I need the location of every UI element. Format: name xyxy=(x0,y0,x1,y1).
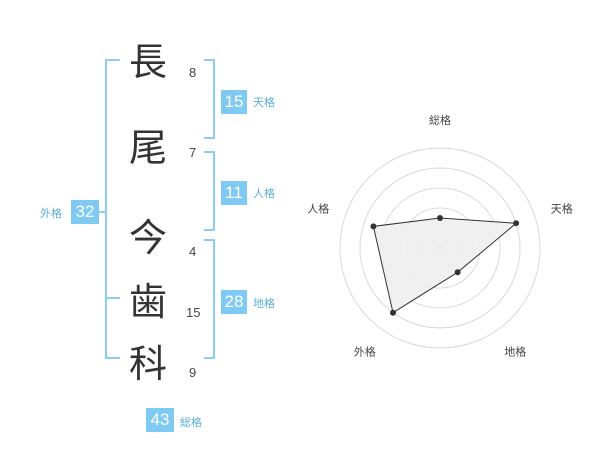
radar-series-area xyxy=(372,217,518,314)
gaikaku-label: 外格 xyxy=(40,207,62,220)
name-char-3: 今 xyxy=(128,216,167,260)
radar-axis-label-4: 人格 xyxy=(307,201,329,215)
stroke-count-3: 4 xyxy=(189,244,197,259)
name-char-2: 尾 xyxy=(128,126,167,170)
radar-axis-label-3: 外格 xyxy=(354,345,376,359)
radar-grid-ring-4 xyxy=(359,167,521,329)
soukaku-label: 総格 xyxy=(180,416,202,429)
soukaku-badge: 43 xyxy=(146,408,174,432)
name-char-5: 科 xyxy=(128,342,167,386)
gaikaku-bracket xyxy=(105,59,120,359)
tenkaku-bracket xyxy=(204,59,215,139)
stroke-count-1: 8 xyxy=(189,65,197,80)
name-char-4: 歯 xyxy=(128,280,167,324)
radar-point-2 xyxy=(454,269,461,276)
radar-point-4 xyxy=(370,223,377,230)
gaikaku-badge: 32 xyxy=(71,200,99,224)
jinkaku-label: 人格 xyxy=(253,187,275,200)
tenkaku-badge: 15 xyxy=(221,90,247,114)
radar-axis-label-0: 総格 xyxy=(429,113,451,127)
stroke-count-2: 7 xyxy=(189,145,197,160)
radar-grid-ring-5 xyxy=(339,147,541,349)
radar-point-0 xyxy=(437,215,443,221)
stroke-count-5: 9 xyxy=(189,365,197,380)
radar-point-3 xyxy=(389,309,396,316)
radar-axis-label-1: 天格 xyxy=(551,201,573,215)
stroke-count-4: 15 xyxy=(186,305,201,320)
jinkaku-bracket xyxy=(204,151,215,231)
chikaku-bracket xyxy=(204,239,215,359)
radar-axis-label-2: 地格 xyxy=(504,345,526,359)
radar-point-1 xyxy=(513,220,520,227)
chikaku-badge: 28 xyxy=(221,290,247,314)
jinkaku-badge: 11 xyxy=(221,181,247,205)
name-char-1: 長 xyxy=(128,40,167,84)
tenkaku-label: 天格 xyxy=(253,96,275,109)
radar-points xyxy=(370,215,520,316)
chikaku-label: 地格 xyxy=(253,297,275,310)
